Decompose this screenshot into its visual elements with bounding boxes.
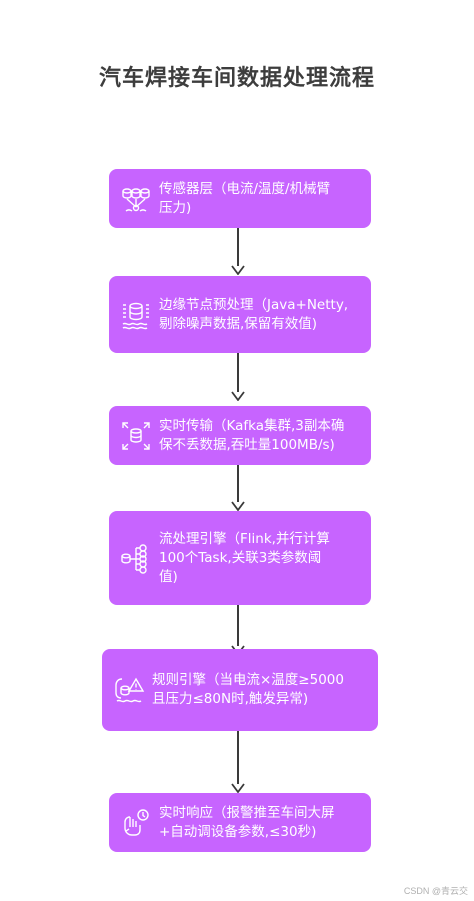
watermark: CSDN @青云交 (403, 886, 468, 896)
stream-engine-icon (119, 541, 153, 575)
flow-arrow-line (237, 353, 239, 392)
transmission-icon (119, 419, 153, 453)
step-stream-processing-engine: 流处理引擎（Flink,并行计算 100个Task,关联3类参数阈 值) (109, 511, 371, 605)
sensor-icon (119, 182, 153, 216)
flow-arrow-line (237, 605, 239, 646)
arrow-down-icon (231, 783, 245, 793)
step-realtime-response: 实时响应（报警推至车间大屏 +自动调设备参数,≤30秒) (109, 793, 371, 852)
flow-arrow-line (237, 731, 239, 784)
step-label: 实时传输（Kafka集群,3副本确 保不丢数据,吞吐量100MB/s) (159, 417, 345, 453)
step-rule-engine: 规则引擎（当电流×温度≥5000 且压力≤80N时,触发异常) (102, 649, 378, 731)
arrow-down-icon (231, 265, 245, 275)
step-label: 规则引擎（当电流×温度≥5000 且压力≤80N时,触发异常) (152, 672, 344, 707)
arrow-down-icon (231, 391, 245, 401)
diagram-title: 汽车焊接车间数据处理流程 (98, 66, 375, 91)
step-label: 传感器层（电流/温度/机械臂 压力) (159, 180, 331, 216)
flow-arrow-line (237, 228, 239, 266)
step-label: 流处理引擎（Flink,并行计算 100个Task,关联3类参数阈 值) (159, 530, 330, 585)
edge-node-icon (119, 298, 153, 332)
step-realtime-transmission: 实时传输（Kafka集群,3副本确 保不丢数据,吞吐量100MB/s) (109, 406, 371, 465)
response-icon (119, 806, 153, 840)
step-edge-node-preprocessing: 边缘节点预处理（Java+Netty, 剔除噪声数据,保留有效值) (109, 276, 371, 353)
step-label: 边缘节点预处理（Java+Netty, 剔除噪声数据,保留有效值) (159, 296, 349, 332)
step-label: 实时响应（报警推至车间大屏 +自动调设备参数,≤30秒) (159, 804, 335, 840)
flow-arrow-line (237, 465, 239, 502)
rule-engine-icon (112, 673, 146, 707)
step-sensor-layer: 传感器层（电流/温度/机械臂 压力) (109, 169, 371, 228)
arrow-down-icon (231, 501, 245, 511)
